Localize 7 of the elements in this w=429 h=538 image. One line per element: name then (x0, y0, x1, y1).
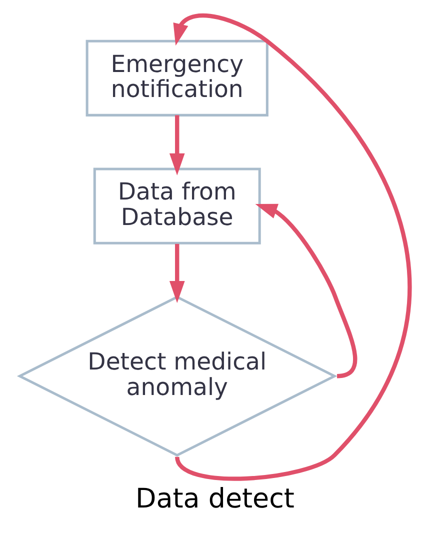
node-box: Emergency notification (85, 40, 268, 116)
node-box: Data from Database (92, 168, 260, 244)
caption: Data detect (135, 484, 294, 515)
arrow (168, 115, 184, 176)
node-diamond: Detect medical anomaly (16, 296, 337, 457)
arrow (172, 14, 411, 481)
arrow (168, 244, 184, 303)
